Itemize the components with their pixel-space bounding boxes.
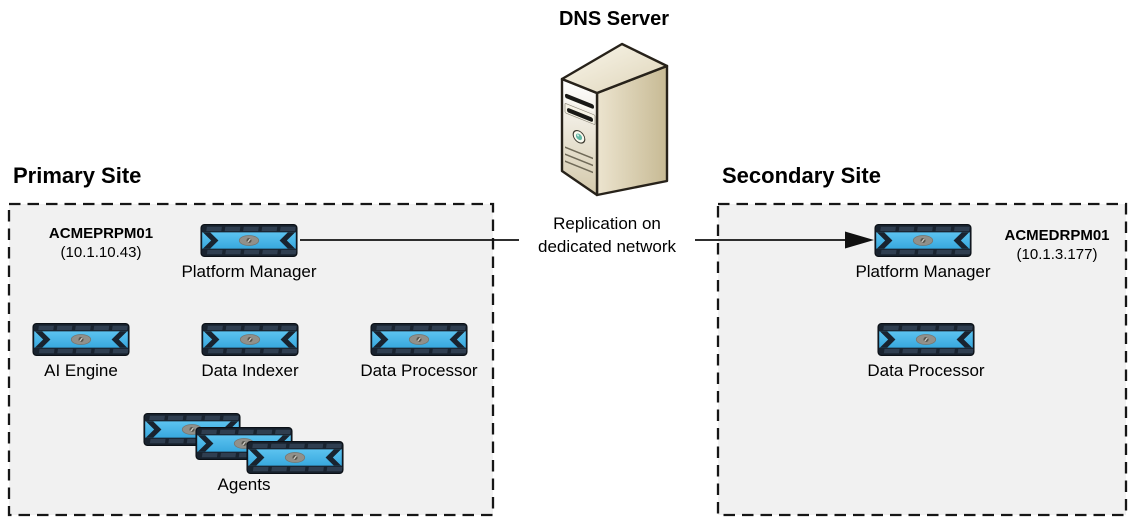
node-label: AI Engine [44,361,118,380]
primary-host-label: ACMEPRPM01 (10.1.10.43) [21,224,181,262]
ai-engine-appliance-icon [31,323,131,356]
node-secondary-data-processor: Data Processor [841,323,1011,381]
node-label: Platform Manager [855,262,991,281]
secondary-host-label: ACMEDRPM01 (10.1.3.177) [977,226,1131,264]
node-label: Data Processor [360,361,478,380]
secondary-site-title: Secondary Site [722,163,881,188]
node-primary-platform-manager: Platform Manager [164,224,334,282]
replication-label-line2: dedicated network [538,237,676,256]
node-primary-data-processor: Data Processor [334,323,504,381]
node-agents: Agents [142,413,346,508]
node-secondary-platform-manager: Platform Manager [838,224,1008,282]
secondary-host-ip: (10.1.3.177) [1016,246,1098,263]
replication-label-line1: Replication on [553,214,661,233]
data-processor-appliance-icon [369,323,469,356]
replication-label: Replication on dedicated network [519,212,695,258]
secondary-host-name: ACMEDRPM01 [1004,227,1110,244]
node-data-indexer: Data Indexer [165,323,335,381]
agent-appliance-icon [245,441,345,474]
node-label: Data Processor [867,361,985,380]
agents-label: Agents [217,475,271,494]
primary-site-title: Primary Site [13,163,142,188]
primary-host-ip: (10.1.10.43) [60,244,142,261]
node-label: Platform Manager [181,262,317,281]
dns-server-icon [560,42,669,197]
primary-host-name: ACMEPRPM01 [48,225,154,242]
platform-manager-appliance-icon [199,224,299,257]
node-ai-engine: AI Engine [0,323,166,381]
replication-arrowhead-icon [845,231,874,249]
dns-server-label: DNS Server [558,8,670,30]
platform-manager-appliance-icon [873,224,973,257]
data-indexer-appliance-icon [200,323,300,356]
node-label: Data Indexer [201,361,299,380]
data-processor-appliance-icon [876,323,976,356]
